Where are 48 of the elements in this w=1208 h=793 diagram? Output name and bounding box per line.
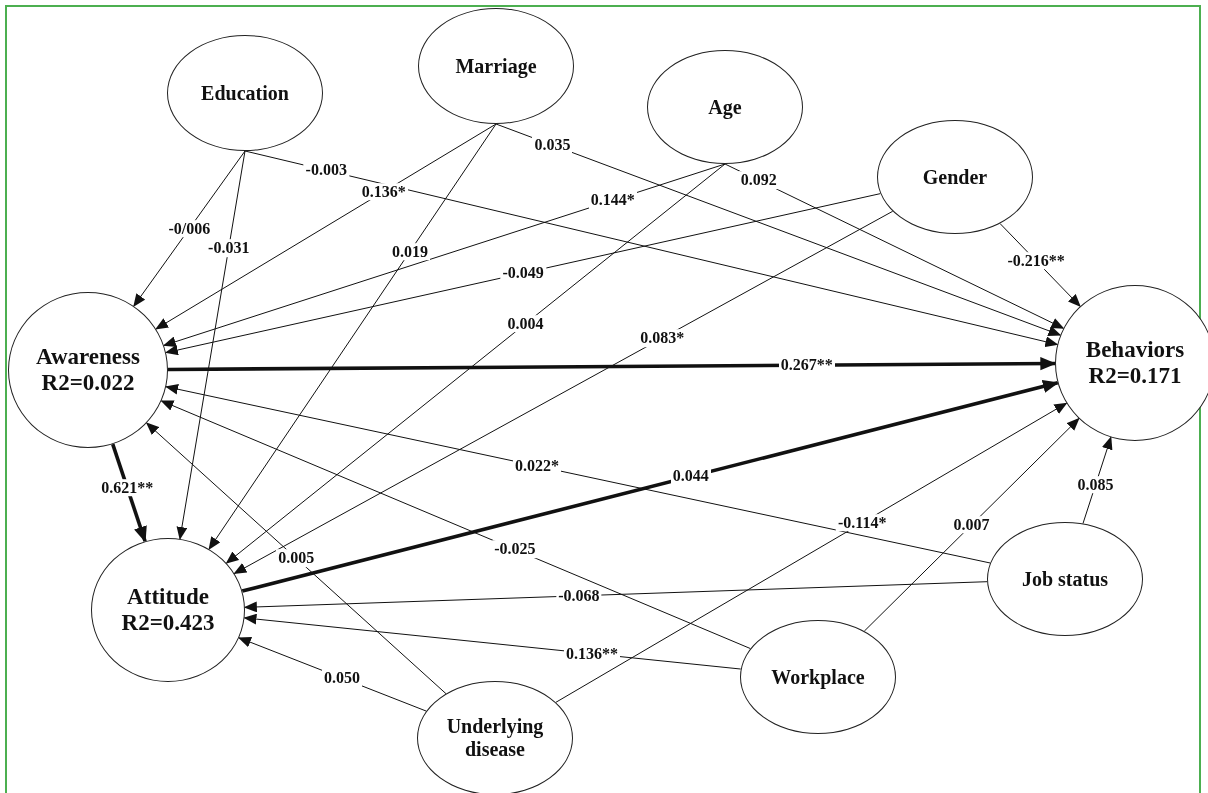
path-arrow [244,150,1059,347]
variable-name: Workplace [770,665,866,689]
variable-name: Education [200,81,290,105]
path-arrow [724,163,1065,329]
path-arrow [208,123,497,550]
path-arrow [233,210,894,574]
path-arrow [160,400,751,650]
edge-label: 0.022* [512,457,561,475]
edge-label: 0.005 [276,549,317,568]
path-arrow [145,422,447,695]
path-arrow [225,163,726,564]
variable-name: Attitude [126,583,210,610]
path-arrow [555,402,1068,703]
path-arrow [155,123,497,330]
edge-label: -0.114* [835,514,889,532]
path-arrow [241,379,1059,593]
path-arrow [495,123,1062,336]
variable-name: Gender [921,165,989,189]
variable-name: Behaviors [1084,336,1186,363]
edge-label: -0.031 [206,239,252,257]
path-arrow [162,163,726,347]
path-arrow [133,150,246,307]
edge-label: 0.044 [670,467,711,486]
edge-label: 0.050 [322,669,362,687]
path-arrow [165,383,991,564]
path-arrow [243,581,988,613]
path-arrow [168,356,1057,372]
edge-label: 0.035 [532,136,573,154]
path-arrow [176,150,246,540]
edge-label: -0.003 [303,161,349,180]
path-arrow [164,193,881,356]
variable-name: R2=0.423 [120,610,216,637]
variable-name: R2=0.171 [1087,363,1183,390]
edge-label: 0.144* [588,191,637,210]
edge-label: -0.025 [492,540,538,559]
variable-name: Job status [1020,567,1110,591]
variable-name: Age [707,95,743,119]
edge-label: 0.083* [638,329,687,347]
path-arrow [243,613,742,670]
path-arrow [863,417,1080,632]
variable-name: Underlying disease [445,715,545,761]
edge-label: -0.049 [500,264,546,282]
edge-label: 0.621** [99,479,156,497]
edge-label: 0.007 [951,516,992,534]
variable-name: Awareness [35,343,141,370]
variable-name: R2=0.022 [40,370,136,397]
variable-name: Marriage [454,54,538,78]
edge-label: 0.092 [738,171,779,190]
